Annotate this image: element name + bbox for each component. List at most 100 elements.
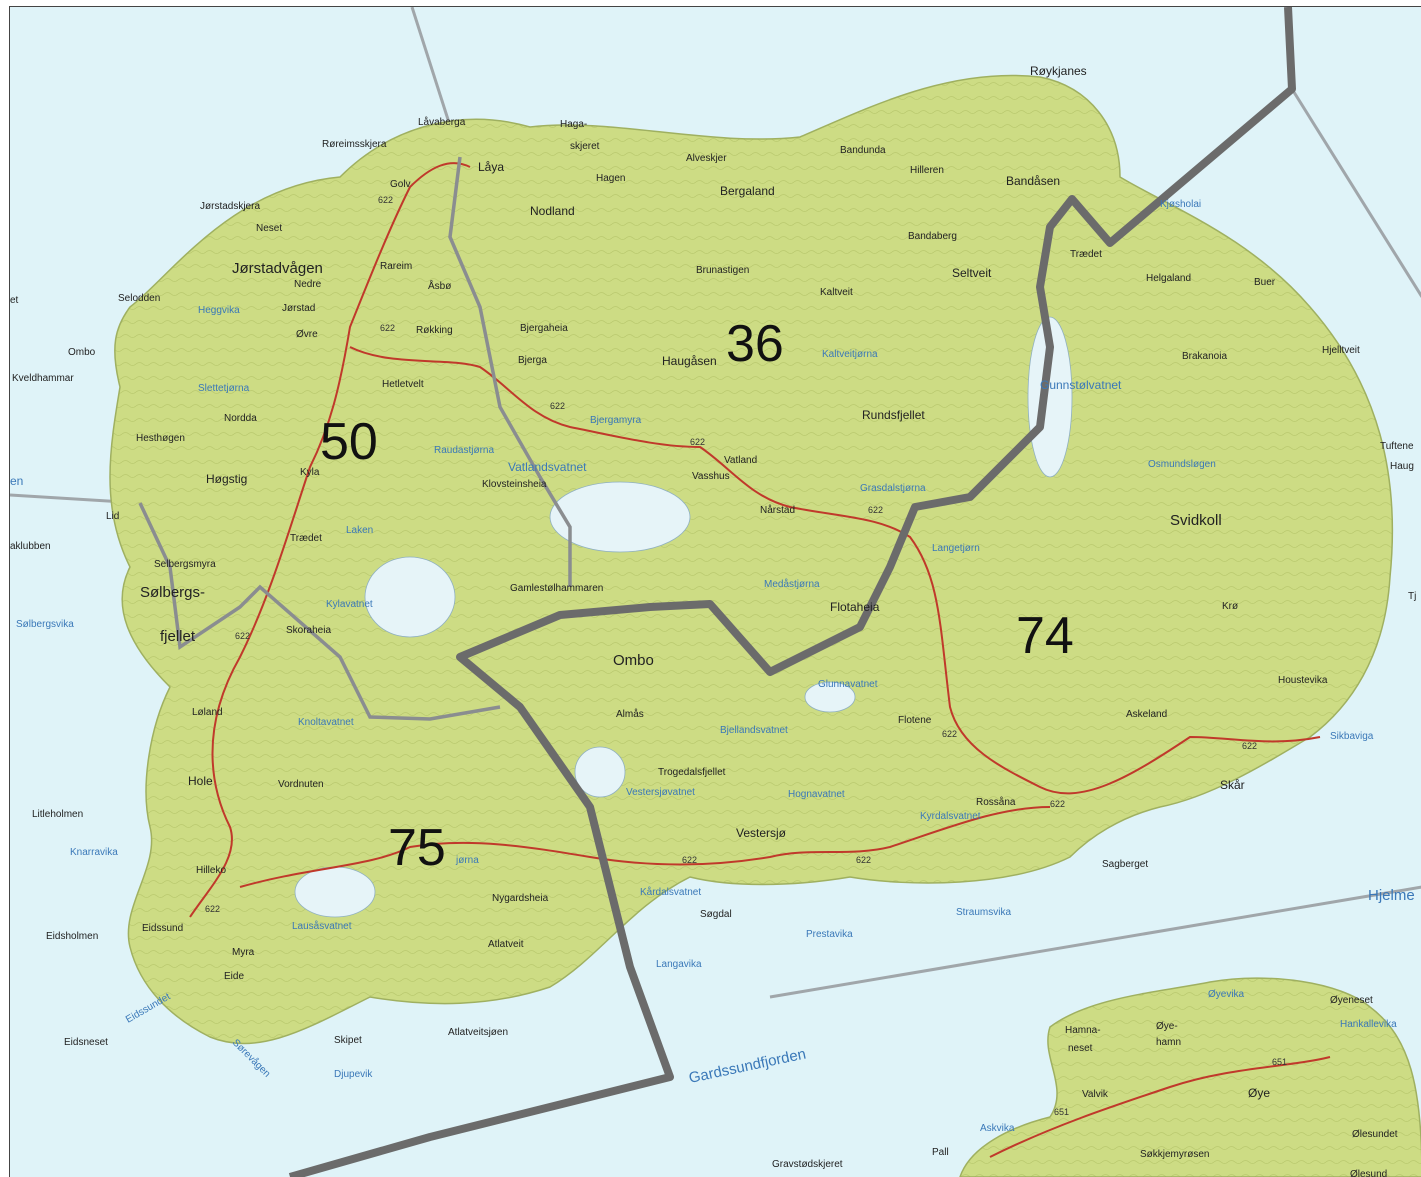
svg-text:Hamna-: Hamna- [1065,1025,1101,1036]
zone-label-74: 74 [1016,607,1074,665]
svg-text:Ombo: Ombo [68,347,96,358]
sea-grid-lines [10,7,1421,999]
svg-text:Trædet: Trædet [1070,249,1102,260]
svg-text:Haugåsen: Haugåsen [662,354,717,368]
main-island [109,74,1394,1045]
svg-text:aklubben: aklubben [10,541,51,552]
svg-text:Kjøsholai: Kjøsholai [1160,199,1201,210]
svg-text:Askeland: Askeland [1126,709,1167,720]
svg-text:Søgdal: Søgdal [700,909,732,920]
svg-text:en: en [10,474,23,488]
svg-text:Jørstad: Jørstad [282,303,315,314]
svg-text:Rossåna: Rossåna [976,796,1016,808]
svg-text:Raudastjørna: Raudastjørna [434,445,494,456]
svg-text:Gamlestølhammaren: Gamlestølhammaren [510,583,603,594]
svg-text:Alveskjer: Alveskjer [686,153,727,164]
map-canvas: 622 622 622 622 622 622 622 622 622 622 … [10,7,1421,1177]
svg-text:Kyrdalsvatnet: Kyrdalsvatnet [920,811,981,822]
svg-text:Straumsvika: Straumsvika [956,907,1011,918]
svg-text:Brakanoia: Brakanoia [1182,351,1227,362]
svg-text:Røykjanes: Røykjanes [1030,64,1087,78]
svg-text:Flotaheia: Flotaheia [830,600,880,614]
svg-text:Bergaland: Bergaland [720,184,775,198]
svg-text:Medåstjørna: Medåstjørna [764,578,820,590]
svg-text:622: 622 [856,855,871,865]
svg-text:Langavika: Langavika [656,959,702,970]
svg-text:Eidsholmen: Eidsholmen [46,931,98,942]
svg-text:Helgaland: Helgaland [1146,273,1191,284]
lake-glunnavatnet [804,681,856,713]
svg-text:651: 651 [1054,1107,1069,1117]
svg-text:Glunnavatnet: Glunnavatnet [818,679,878,690]
svg-text:Røkking: Røkking [416,325,453,336]
svg-text:Brunastigen: Brunastigen [696,265,749,276]
svg-text:Jørstadskjera: Jørstadskjera [200,201,260,212]
svg-text:Selbergsmyra: Selbergsmyra [154,559,216,570]
svg-text:jørna: jørna [455,855,479,866]
svg-text:Hjelme: Hjelme [1368,887,1415,904]
svg-text:Vasshus: Vasshus [692,471,730,482]
svg-text:Nygardsheia: Nygardsheia [492,893,549,904]
svg-text:Almås: Almås [616,708,644,720]
svg-text:622: 622 [682,855,697,865]
svg-text:Ombo: Ombo [613,652,654,669]
svg-text:Bandunda: Bandunda [840,145,886,156]
zone-labels: 36 50 74 75 [320,315,1074,877]
svg-text:Trædet: Trædet [290,533,322,544]
svg-text:Golv: Golv [390,179,411,190]
svg-text:Vestersjø: Vestersjø [736,826,787,840]
zone-boundaries-thin [138,156,572,721]
svg-text:Røreimsskjera: Røreimsskjera [322,139,387,150]
svg-text:Eide: Eide [224,971,244,982]
svg-text:Grasdalstjørna: Grasdalstjørna [860,483,926,494]
svg-text:Knoltavatnet: Knoltavatnet [298,717,354,728]
svg-text:Skår: Skår [1220,778,1245,792]
svg-text:Osmundsløgen: Osmundsløgen [1148,459,1216,470]
svg-text:622: 622 [380,323,395,333]
svg-text:Tuftene: Tuftene [1380,441,1414,452]
svg-text:Søkkjemyrøsen: Søkkjemyrøsen [1140,1149,1209,1160]
svg-text:Øye-: Øye- [1156,1021,1178,1032]
svg-text:neset: neset [1068,1043,1093,1054]
svg-text:Pall: Pall [932,1147,949,1158]
svg-text:Bjellandsvatnet: Bjellandsvatnet [720,725,788,736]
svg-text:Rareim: Rareim [380,261,412,272]
svg-text:Trogedalsfjellet: Trogedalsfjellet [658,767,726,778]
svg-text:Ølesund: Ølesund [1350,1169,1387,1177]
lake-vatlandsvatnet [549,481,691,553]
svg-text:Åsbø: Åsbø [428,279,451,292]
svg-text:Myra: Myra [232,947,255,958]
svg-text:Svidkoll: Svidkoll [1170,512,1222,529]
svg-text:Øvre: Øvre [296,329,318,340]
svg-text:Selodden: Selodden [118,293,160,304]
svg-text:622: 622 [1050,799,1065,809]
svg-text:Eidsneset: Eidsneset [64,1037,108,1048]
svg-text:622: 622 [205,904,220,914]
svg-text:Djupevik: Djupevik [334,1069,373,1080]
svg-text:Rundsfjellet: Rundsfjellet [862,408,925,422]
svg-text:622: 622 [550,401,565,411]
svg-text:Vatland: Vatland [724,455,757,466]
svg-text:Låvaberga: Låvaberga [418,116,466,128]
svg-text:Litleholmen: Litleholmen [32,809,83,820]
svg-text:Atlatveitsjøen: Atlatveitsjøen [448,1027,508,1038]
svg-text:Løland: Løland [192,707,223,718]
svg-text:Eidssund: Eidssund [142,923,183,934]
svg-text:Hilleren: Hilleren [910,165,944,176]
svg-text:Kårdalsvatnet: Kårdalsvatnet [640,886,701,898]
svg-text:Tj: Tj [1408,591,1416,602]
svg-text:Nordda: Nordda [224,413,257,424]
svg-text:Knarravika: Knarravika [70,847,118,858]
svg-text:Hetletvelt: Hetletvelt [382,379,424,390]
svg-text:622: 622 [1242,741,1257,751]
svg-text:et: et [10,295,19,306]
svg-text:Skoraheia: Skoraheia [286,625,331,636]
svg-text:Sikbaviga: Sikbaviga [1330,731,1374,742]
svg-text:Nodland: Nodland [530,204,575,218]
svg-text:622: 622 [378,195,393,205]
svg-text:Gravstødskjeret: Gravstødskjeret [772,1159,843,1170]
map[interactable]: 622 622 622 622 622 622 622 622 622 622 … [9,6,1421,1177]
svg-text:Hagen: Hagen [596,173,625,184]
svg-text:Langetjørn: Langetjørn [932,543,980,554]
southeast-island [959,977,1421,1177]
